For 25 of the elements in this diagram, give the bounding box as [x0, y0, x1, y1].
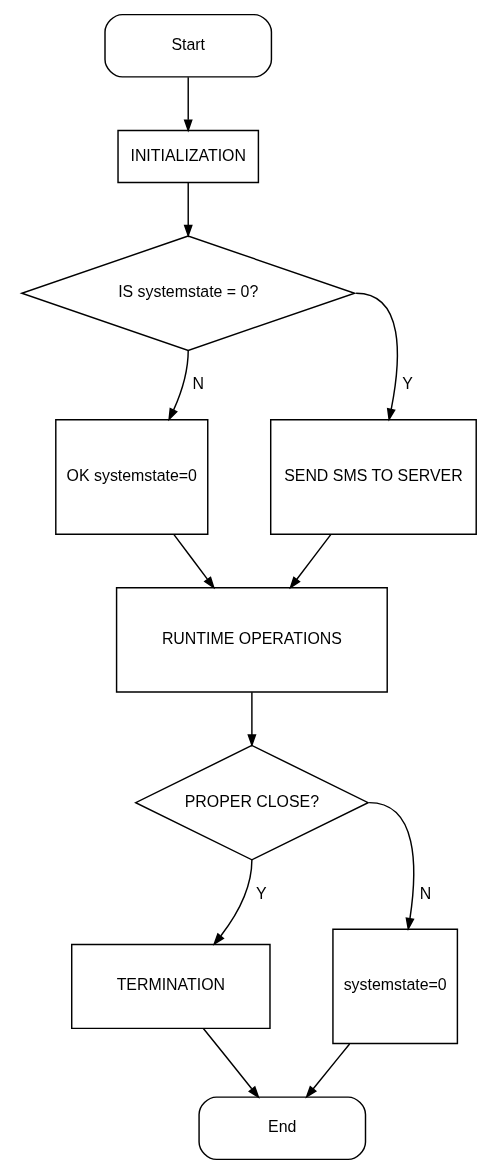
arrow — [289, 533, 332, 590]
node-box: Start — [104, 13, 273, 78]
arrow — [368, 801, 415, 931]
node-box: RUNTIME OPERATIONS — [115, 587, 388, 693]
node-box: End — [198, 1096, 367, 1161]
arrow — [247, 691, 257, 748]
arrow — [168, 349, 189, 422]
node-diamond: IS systemstate = 0? — [19, 235, 357, 352]
node-box: SEND SMS TO SERVER — [270, 419, 477, 535]
node-box: systemstate=0 — [332, 928, 459, 1045]
arrow — [183, 182, 193, 238]
arrow — [173, 533, 216, 590]
arrow — [183, 76, 193, 133]
arrow — [212, 859, 253, 946]
node-box: TERMINATION — [71, 943, 271, 1030]
edge-label: N — [419, 884, 432, 902]
arrow — [202, 1027, 260, 1099]
node-diamond: PROPER CLOSE? — [134, 744, 370, 861]
node-box: INITIALIZATION — [117, 129, 260, 184]
arrow — [305, 1043, 351, 1099]
arrow — [355, 292, 399, 422]
edge-label: Y — [256, 884, 267, 902]
edge-label: Y — [402, 375, 413, 393]
edge-label: N — [192, 375, 205, 393]
node-box: OK systemstate=0 — [55, 419, 209, 535]
